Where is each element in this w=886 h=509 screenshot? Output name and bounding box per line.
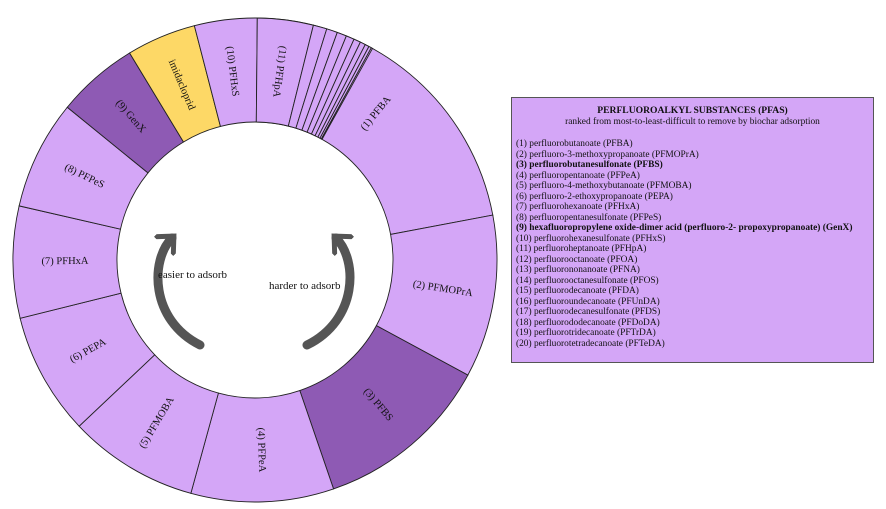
legend-item: (15) perfluorodecanoate (PFDA) — [516, 286, 639, 296]
legend-item: (5) perfluoro-4-methoxybutanoate (PFMOBA… — [516, 181, 692, 191]
legend-item: (20) perfluorotetradecanoate (PFTeDA) — [516, 338, 665, 349]
harder-arrow — [302, 233, 355, 350]
legend-item: (8) perfluoropentanesulfonate (PFPeS) — [516, 212, 662, 223]
segment-label: (4) PFPeA — [255, 427, 267, 472]
legend-item: (12) perfluorooctanoate (PFOA) — [516, 254, 638, 265]
legend-item: (3) perfluorobutanesulfonate (PFBS) — [516, 160, 663, 170]
legend-item: (9) hexafluoropropylene oxide-dimer acid… — [516, 223, 853, 233]
donut-segment — [320, 47, 374, 140]
legend-item: (14) perfluorooctanesulfonate (PFOS) — [516, 275, 659, 286]
legend-item: (10) perfluorohexanesulfonate (PFHxS) — [516, 233, 666, 244]
legend-title: PERFLUOROALKYL SUBSTANCES (PFAS) — [597, 105, 788, 116]
legend-item: (11) perfluoroheptanoate (PFHpA) — [516, 244, 647, 254]
harder-to-adsorb-label: harder to adsorb — [269, 280, 341, 292]
segment-label: (7) PFHxA — [41, 256, 88, 267]
legend-item: (16) perfluoroundecanoate (PFUnDA) — [516, 296, 660, 307]
easier-to-adsorb-label: easier to adsorb — [158, 269, 228, 281]
easier-arrow — [153, 233, 205, 350]
legend-item: (6) perfluoro-2-ethoxypropanoate (PEPA) — [516, 191, 673, 202]
legend-item: (17) perfluorodecanesulfonate (PFDS) — [516, 307, 661, 317]
legend-subtitle: ranked from most-to-least-difficult to r… — [565, 116, 820, 127]
pfas-legend: PERFLUOROALKYL SUBSTANCES (PFAS) ranked … — [511, 97, 874, 363]
legend-item: (4) perfluoropentanoate (PFPeA) — [516, 170, 640, 181]
legend-item: (1) perfluorobutanoate (PFBA) — [516, 139, 633, 149]
legend-list: (1) perfluorobutanoate (PFBA)(2) perfluo… — [516, 139, 873, 349]
donut-segments — [12, 17, 498, 503]
legend-item: (13) perfluorononanoate (PFNA) — [516, 265, 640, 275]
legend-item: (7) perfluorohexanoate (PFHxA) — [516, 202, 640, 212]
legend-item: (19) perfluorotridecanoate (PFTrDA) — [516, 328, 656, 338]
legend-item: (18) perfluorododecanoate (PFDoDA) — [516, 317, 660, 328]
legend-item: (2) perfluoro-3-methoxypropanoate (PFMOP… — [516, 149, 699, 160]
